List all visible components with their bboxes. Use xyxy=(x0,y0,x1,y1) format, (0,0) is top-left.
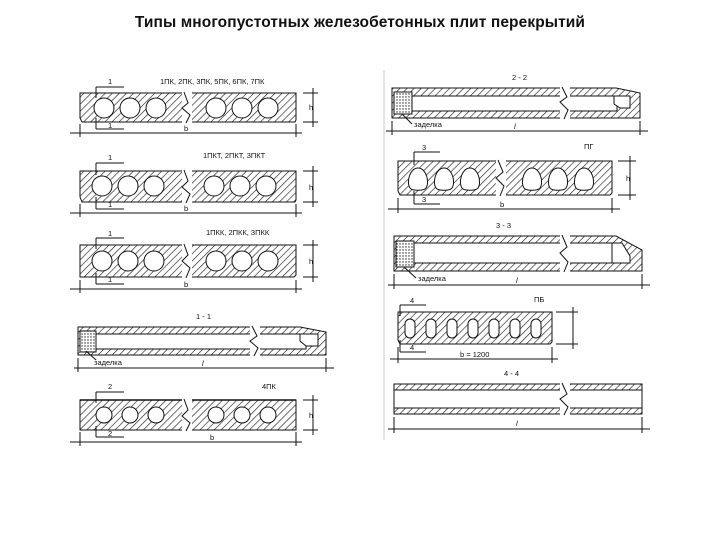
dim-b-5: b xyxy=(210,433,214,442)
panel-section-2-2 xyxy=(386,86,648,135)
section-mark-4b: 4 xyxy=(410,343,414,352)
section-mark-4a: 4 xyxy=(410,296,414,305)
dim-h-5: h xyxy=(309,411,313,420)
dim-l-5: l xyxy=(516,419,518,428)
section-mark-1c: 1 xyxy=(108,153,112,162)
panel-pg xyxy=(388,151,636,213)
section-mark-1b: 1 xyxy=(108,121,112,130)
zadelka-label-1: заделка xyxy=(94,358,123,367)
dim-b-r2: b xyxy=(500,200,504,209)
zadelka-label-3: заделка xyxy=(418,274,447,283)
dim-b-1: b xyxy=(184,124,188,133)
dim-l-2: l xyxy=(514,122,516,131)
page-title: Типы многопустотных железобетонных плит … xyxy=(134,14,586,31)
dim-h-3: h xyxy=(309,257,313,266)
section-mark-1a: 1 xyxy=(108,77,112,86)
section-mark-1f: 1 xyxy=(108,275,112,284)
panel-pkk xyxy=(70,237,318,293)
section-mark-2b: 2 xyxy=(108,429,112,438)
panel-pkt xyxy=(70,162,318,217)
section-label-3-3: 3 - 3 xyxy=(496,221,511,230)
section-mark-1e: 1 xyxy=(108,229,112,238)
dim-b-3: b xyxy=(184,280,188,289)
section-mark-1d: 1 xyxy=(108,200,112,209)
panel-pk-round xyxy=(70,86,318,137)
section-mark-2a: 2 xyxy=(108,382,112,391)
panel-section-4-4 xyxy=(388,382,650,433)
section-label-2-2: 2 - 2 xyxy=(512,73,527,82)
panel-section-3-3 xyxy=(388,234,650,289)
section-label-4-4: 4 - 4 xyxy=(504,369,519,378)
panel-pb xyxy=(390,304,578,363)
label-pkt-series: 1ПКТ, 2ПКТ, 3ПКТ xyxy=(203,151,266,160)
label-pb: ПБ xyxy=(534,295,544,304)
zadelka-label-2: заделка xyxy=(414,120,443,129)
dim-b-2: b xyxy=(184,204,188,213)
dim-l-1: l xyxy=(202,359,204,368)
dim-h-r2: h xyxy=(626,174,630,183)
panel-section-1-1 xyxy=(74,325,334,372)
dim-h-1: h xyxy=(309,103,313,112)
panel-4pk xyxy=(70,391,318,446)
label-pkk-series: 1ПКК, 2ПКК, 3ПКК xyxy=(206,228,270,237)
section-mark-3b: 3 xyxy=(422,195,426,204)
label-pk-series: 1ПК, 2ПК, 3ПК, 5ПК, 6ПК, 7ПК xyxy=(160,77,265,86)
dim-h-2: h xyxy=(309,183,313,192)
section-label-1-1: 1 - 1 xyxy=(196,312,211,321)
section-mark-3a: 3 xyxy=(422,143,426,152)
label-pg: ПГ xyxy=(584,142,593,151)
label-4pk: 4ПК xyxy=(262,382,277,391)
dim-l-3: l xyxy=(516,276,518,285)
dim-b1200: b = 1200 xyxy=(460,350,489,359)
